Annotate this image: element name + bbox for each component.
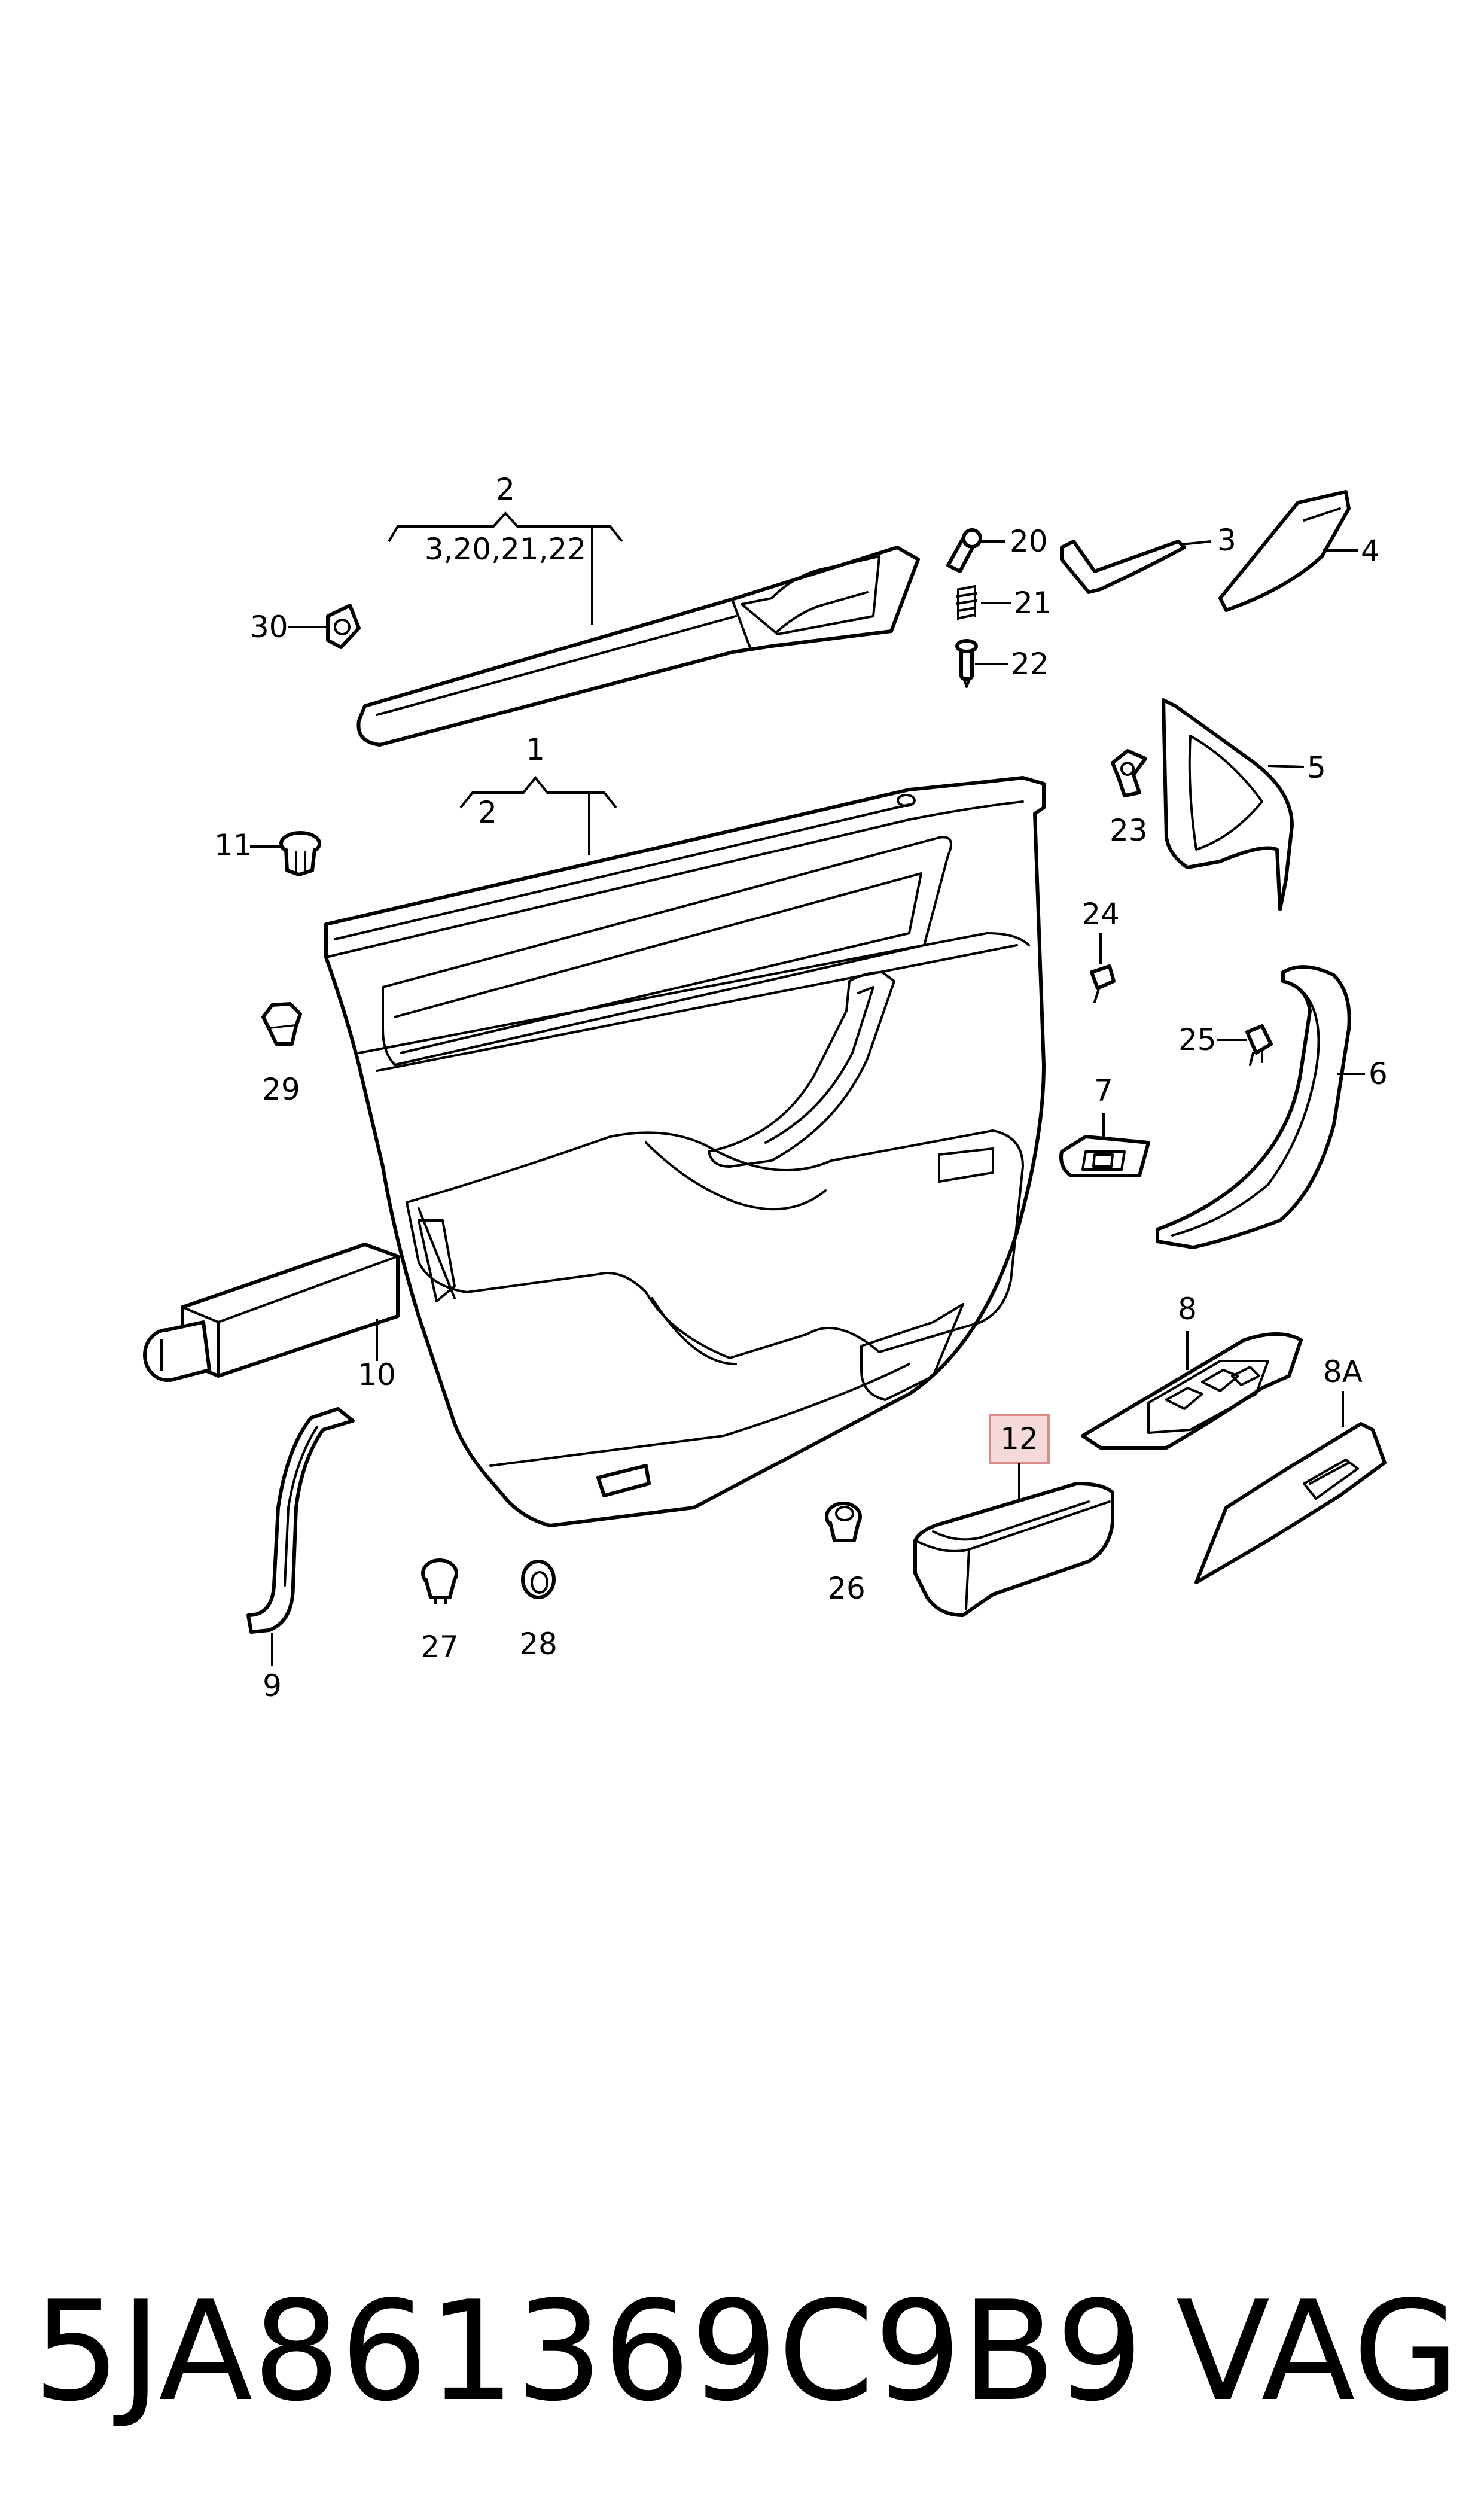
brand-label: VAG: [1176, 2272, 1459, 2432]
callout-9: 9: [263, 1633, 282, 1703]
part-1-door-panel: [324, 776, 1046, 1527]
svg-text:7: 7: [1094, 1073, 1113, 1108]
svg-text:27: 27: [420, 1630, 459, 1664]
callout-1-group: 1 2: [459, 732, 617, 855]
svg-text:9: 9: [263, 1668, 282, 1703]
callout-30: 30: [250, 610, 326, 644]
part-21-spring: [956, 585, 977, 620]
callout-11: 11: [214, 828, 281, 863]
part-3-bracket: [1060, 540, 1186, 594]
svg-text:24: 24: [1081, 897, 1120, 931]
svg-text:11: 11: [214, 828, 252, 863]
part-8-switch-bezel: [1081, 1332, 1303, 1450]
callout-24: 24: [1081, 897, 1120, 964]
svg-text:8A: 8A: [1323, 1354, 1363, 1389]
callout-25: 25: [1178, 1022, 1247, 1057]
callout-3: 3: [1181, 523, 1236, 558]
svg-text:5: 5: [1307, 750, 1326, 785]
callout-29: 29: [262, 1072, 300, 1107]
callout-20: 20: [981, 524, 1048, 559]
svg-text:20: 20: [1010, 524, 1048, 559]
callout-23: 23: [1110, 813, 1148, 848]
callout-7: 7: [1094, 1073, 1113, 1137]
callout-8: 8: [1178, 1292, 1197, 1370]
part-7-switch: [1059, 1135, 1150, 1177]
callout-22: 22: [975, 647, 1049, 681]
svg-text:6: 6: [1369, 1056, 1388, 1091]
svg-text:28: 28: [519, 1627, 557, 1661]
part-11-clip: [279, 831, 321, 876]
part-10-damper: [143, 1243, 400, 1382]
callout-4: 4: [1323, 534, 1380, 568]
callout-12-highlight-box: [989, 1414, 1050, 1464]
part-4-trim-strip: [1218, 490, 1351, 612]
callout-1-subgroup-label: 2: [478, 795, 497, 830]
part-2-trim-strip: [356, 546, 920, 747]
callout-8a: 8A: [1323, 1354, 1363, 1427]
svg-text:26: 26: [827, 1571, 866, 1606]
part-22-pin: [955, 639, 978, 688]
part-28-grommet: [521, 1560, 556, 1599]
part-6-pull-trim: [1156, 965, 1351, 1249]
svg-text:12: 12: [1000, 1421, 1038, 1456]
part-30-clip: [326, 604, 361, 649]
callout-27: 27: [420, 1630, 459, 1664]
callout-6: 6: [1337, 1056, 1388, 1091]
callout-10: 10: [358, 1319, 396, 1392]
part-5-mirror-cover: [1162, 698, 1294, 911]
part-23-clip: [1111, 749, 1147, 797]
svg-text:4: 4: [1361, 534, 1380, 568]
part-26-clip: [825, 1502, 862, 1542]
part-12-armrest-pad: [913, 1482, 1114, 1617]
part-29-clip: [261, 1002, 302, 1046]
callout-2-group: 2 3,20,21,22: [388, 472, 623, 625]
part-25-clip: [1245, 1024, 1273, 1066]
part-8a-switch-bezel: [1194, 1422, 1387, 1584]
svg-text:23: 23: [1110, 813, 1148, 848]
callout-21: 21: [981, 586, 1052, 620]
svg-text:29: 29: [262, 1072, 300, 1107]
part-number: 5JA861369C9B9: [33, 2272, 1144, 2432]
svg-text:10: 10: [358, 1357, 396, 1392]
callout-5: 5: [1267, 750, 1326, 785]
svg-text:30: 30: [250, 610, 288, 644]
svg-text:8: 8: [1178, 1292, 1197, 1326]
callout-28: 28: [519, 1627, 557, 1661]
svg-text:3: 3: [1217, 523, 1236, 558]
callout-2-subgroup-label: 3,20,21,22: [425, 532, 586, 567]
callout-12-highlighted: 12: [989, 1414, 1050, 1499]
part-24-screw: [1090, 964, 1116, 1003]
callout-2-label: 2: [496, 472, 515, 507]
svg-text:22: 22: [1011, 647, 1049, 681]
svg-text:21: 21: [1014, 586, 1052, 620]
part-27-grommet: [421, 1558, 458, 1604]
part-9-hose: [246, 1407, 355, 1634]
part-20-screw: [946, 528, 982, 573]
callout-26: 26: [827, 1571, 866, 1606]
svg-text:25: 25: [1178, 1022, 1217, 1057]
callout-1-label: 1: [526, 732, 545, 767]
